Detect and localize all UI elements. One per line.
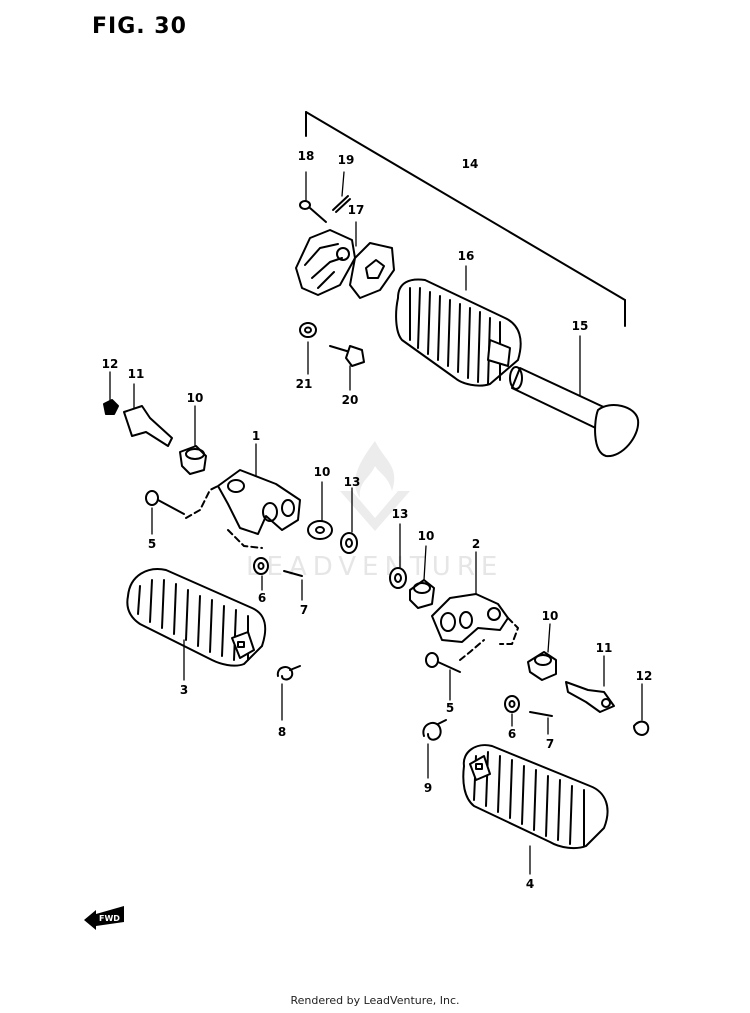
callout-6-left: 6 [258, 591, 266, 605]
callout-11-right: 11 [596, 641, 613, 655]
callout-16: 16 [458, 249, 475, 263]
callout-19: 19 [338, 153, 355, 167]
callout-5-right: 5 [446, 701, 454, 715]
part-5-pin-left [145, 490, 185, 515]
callout-12-right: 12 [636, 669, 653, 683]
part-6-washer-left [253, 557, 269, 575]
part-9-spring-right [422, 719, 447, 741]
part-4-footrest-rubber-right [462, 744, 609, 850]
part-10-bushing-right-mid [527, 651, 557, 681]
forward-arrow-label: FWD [99, 914, 120, 923]
part-12-nut-right [633, 720, 650, 736]
callout-21: 21 [296, 377, 313, 391]
callout-labels: 18 19 14 17 16 15 21 20 12 11 10 1 10 13… [102, 149, 653, 891]
callout-18: 18 [298, 149, 315, 163]
figure-title: FIG. 30 [92, 14, 187, 39]
part-19-cotter-pin [332, 195, 351, 213]
callout-15: 15 [572, 319, 589, 333]
part-1-footrest-bracket [217, 469, 301, 535]
callout-10-left-mid: 10 [314, 465, 331, 479]
part-8-spring-left [276, 665, 301, 681]
part-16-footrest-rubber [395, 278, 522, 387]
part-11-shaft-right [565, 681, 615, 713]
callout-13-left: 13 [344, 475, 361, 489]
callout-12-left: 12 [102, 357, 119, 371]
part-10-bushing-left-mid [307, 520, 333, 540]
part-3-footrest-rubber-left [126, 568, 267, 667]
assembly-14-bracket [305, 111, 626, 327]
callout-13-right: 13 [392, 507, 409, 521]
part-13-washer-left [340, 532, 358, 554]
part-13-washer-right [389, 567, 407, 589]
part-17-plate [349, 242, 395, 299]
callout-10-left-top: 10 [187, 391, 204, 405]
callout-10-right-top: 10 [418, 529, 435, 543]
callout-7-left: 7 [300, 603, 308, 617]
part-bracket-upper [295, 229, 356, 296]
callout-2: 2 [472, 537, 480, 551]
callout-1: 1 [252, 429, 260, 443]
footer-credit: Rendered by LeadVenture, Inc. [290, 994, 460, 1007]
callout-3: 3 [180, 683, 188, 697]
callout-6-right: 6 [508, 727, 516, 741]
callout-17: 17 [348, 203, 365, 217]
callout-14: 14 [462, 157, 479, 171]
part-10-bushing-right-top [409, 579, 435, 609]
watermark-text: LEADVENTURE [246, 552, 504, 582]
callout-8: 8 [278, 725, 286, 739]
leader-lines [109, 171, 643, 875]
part-2-footrest-bracket [431, 593, 509, 643]
callout-11-left: 11 [128, 367, 145, 381]
part-5-pin-right [425, 652, 461, 673]
part-18-clevis-pin [299, 200, 327, 223]
part-15-footrest-bar [509, 366, 640, 458]
callout-5-left: 5 [148, 537, 156, 551]
callout-10-right-mid: 10 [542, 609, 559, 623]
callout-9: 9 [424, 781, 432, 795]
forward-arrow-icon: FWD [84, 906, 124, 930]
part-12-nut-left [103, 399, 119, 415]
part-21-washer [299, 322, 317, 338]
part-7-cotter-right [529, 711, 553, 717]
part-10-bushing-left-top [179, 445, 207, 475]
watermark-logo-icon [340, 441, 410, 531]
part-6-washer-right [504, 695, 520, 713]
part-7-cotter-left [283, 570, 303, 577]
callout-4: 4 [526, 877, 534, 891]
callout-7-right: 7 [546, 737, 554, 751]
part-20-bolt [329, 345, 365, 367]
part-11-shaft-left [123, 405, 173, 447]
callout-20: 20 [342, 393, 359, 407]
